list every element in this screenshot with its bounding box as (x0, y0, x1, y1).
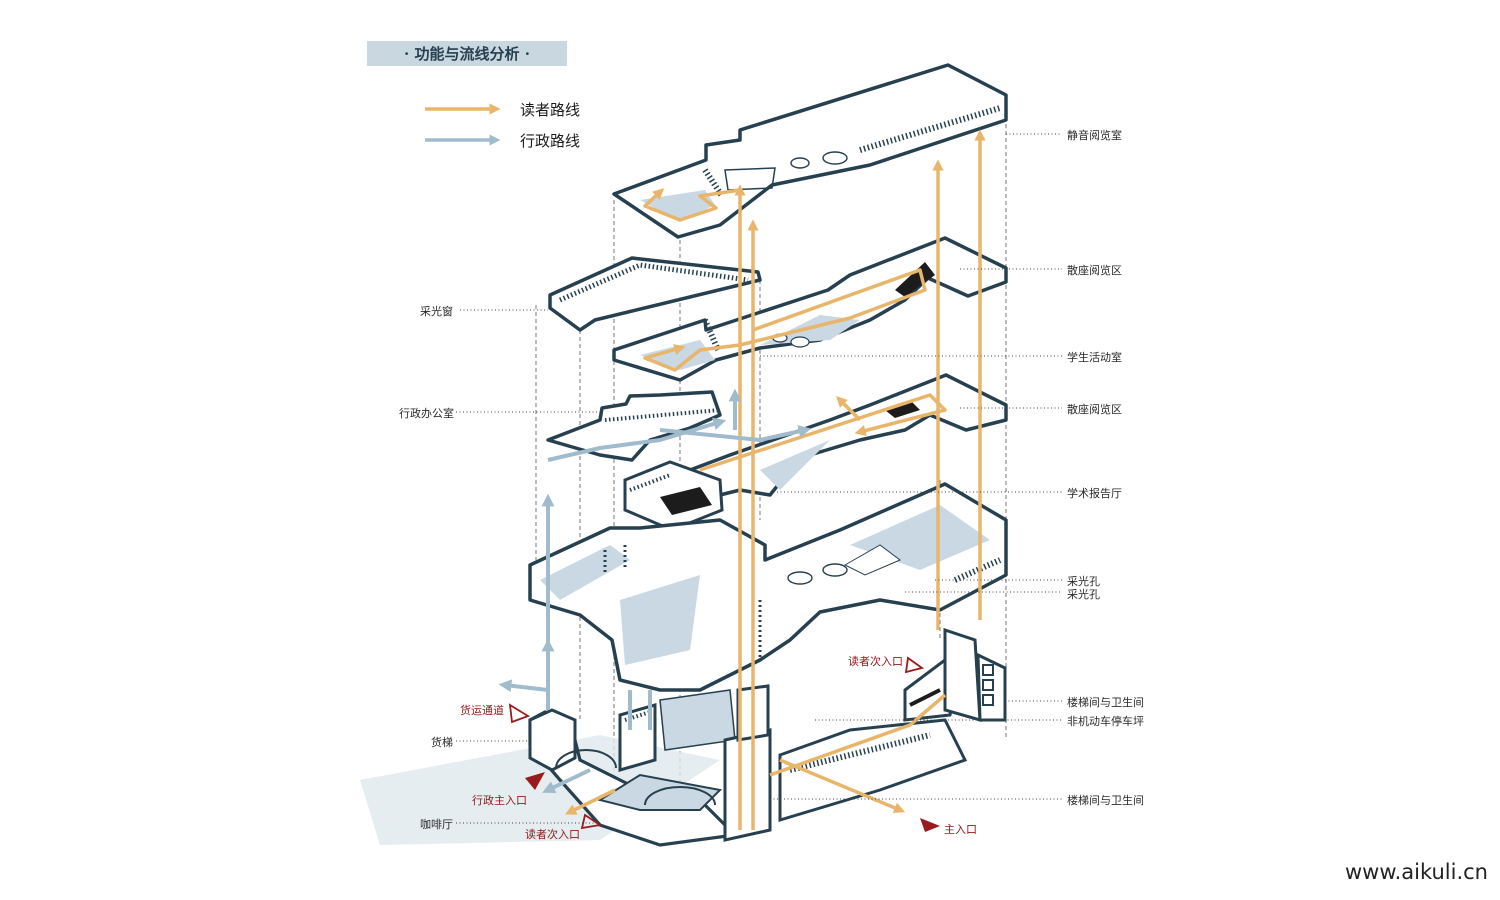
floor-admin-office (546, 390, 722, 462)
label-open-reading-area-upper: 散座阅览区 (1067, 264, 1122, 277)
label-stair-wc-2: 楼梯间与卫生间 (1067, 794, 1144, 807)
floor-quiet-reading (612, 63, 1008, 239)
lecture-hall (623, 460, 724, 532)
label-freight-passage: 货运通道 (460, 704, 504, 717)
label-skylight-hole-2: 采光孔 (1067, 588, 1100, 601)
label-admin-office: 行政办公室 (399, 407, 454, 420)
label-student-activity-room: 学生活动室 (1067, 351, 1122, 364)
label-freight-elevator: 货梯 (431, 736, 453, 749)
label-lecture-hall: 学术报告厅 (1067, 487, 1122, 500)
label-cafe: 咖啡厅 (420, 818, 453, 831)
label-reader-secondary-entrance-left: 读者次入口 (525, 828, 580, 841)
watermark: www.aikuli.cn (1344, 860, 1488, 884)
label-open-reading-area-lower: 散座阅览区 (1067, 403, 1122, 416)
label-skylight-hole-1: 采光孔 (1067, 575, 1100, 588)
floor-open-reading-upper (548, 256, 762, 332)
label-bike-parking: 非机动车停车坪 (1067, 715, 1144, 728)
label-reader-secondary-entrance-right: 读者次入口 (848, 655, 903, 668)
reader-routes (564, 129, 986, 830)
label-admin-main-entrance: 行政主入口 (472, 794, 527, 807)
entrance-markers (508, 656, 940, 832)
main-block (528, 482, 1008, 692)
diagram-title: · 功能与流线分析 · (367, 41, 567, 66)
label-quiet-reading-room: 静音阅览室 (1067, 129, 1122, 142)
leader-lines (456, 133, 1062, 824)
legend-admin-label: 行政路线 (520, 132, 581, 150)
label-skylight-window: 采光窗 (420, 305, 453, 318)
label-main-entrance: 主入口 (944, 823, 977, 836)
floor-open-reading-lower (688, 373, 1008, 502)
ground-floor (528, 627, 1007, 847)
admin-routes (498, 388, 812, 794)
legend-reader-label: 读者路线 (520, 101, 581, 119)
label-stair-wc-1: 楼梯间与卫生间 (1067, 696, 1144, 709)
